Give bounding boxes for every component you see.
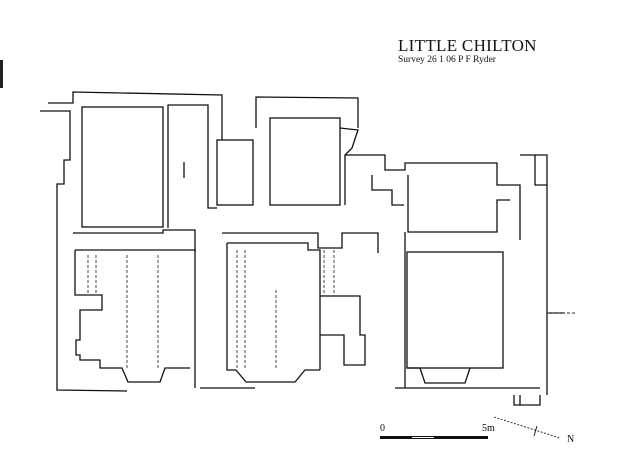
north-arrow-line <box>493 416 561 439</box>
drawing-title: LITTLE CHILTON <box>398 36 537 55</box>
room-north <box>269 117 341 206</box>
left-block <box>40 91 223 392</box>
drawing-subtitle: Survey 26 1 06 P F Ryder <box>398 55 496 65</box>
scale-end-label: 5m <box>482 423 495 434</box>
north-arrow <box>493 416 561 439</box>
room-east <box>406 251 504 369</box>
middle-block <box>200 96 379 389</box>
right-block <box>345 154 575 406</box>
north-label: N <box>567 434 575 445</box>
scale-start-label: 0 <box>380 423 385 434</box>
scale-bar <box>380 436 488 439</box>
room-nw <box>81 106 164 228</box>
scan-edge-mark <box>0 60 3 88</box>
room-small <box>216 139 254 206</box>
